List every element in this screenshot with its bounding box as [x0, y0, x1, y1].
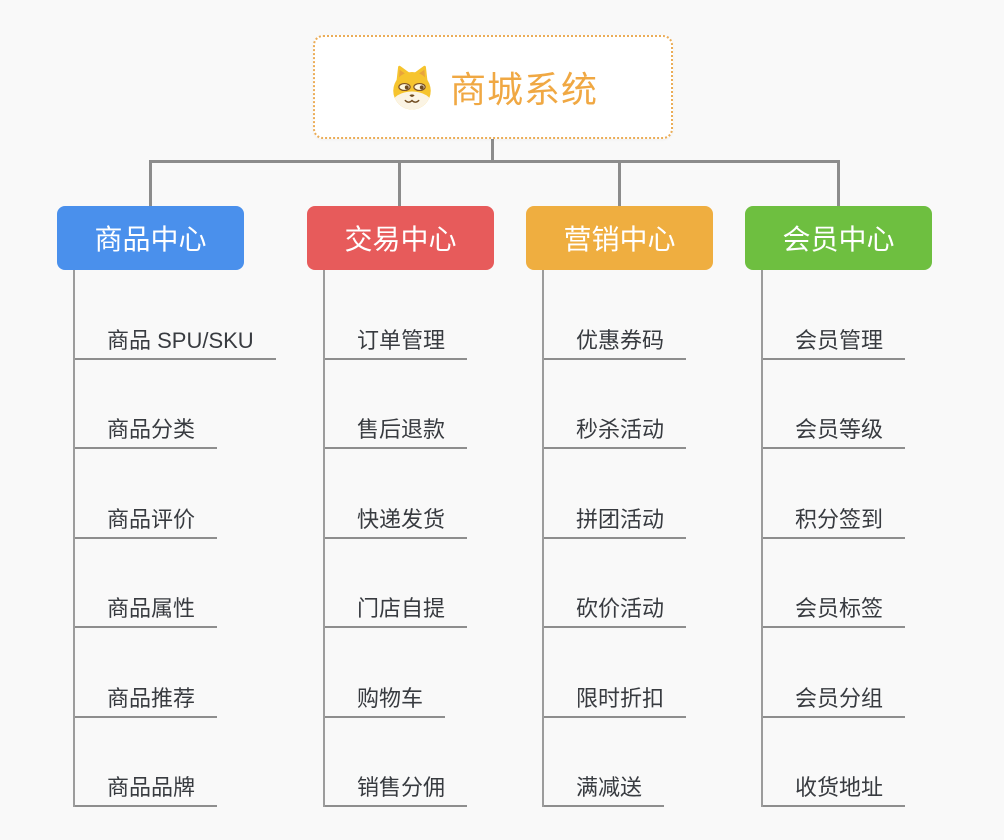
- branch-item[interactable]: 砍价活动: [544, 539, 687, 628]
- branch-node-product[interactable]: 商品中心: [57, 206, 244, 270]
- branch-item[interactable]: 商品分类: [75, 360, 218, 449]
- connector-root-drop: [491, 139, 494, 162]
- connector-drop-1: [149, 160, 152, 206]
- branch-item[interactable]: 秒杀活动: [544, 360, 687, 449]
- root-title: 商城系统: [449, 69, 598, 110]
- branch-node-marketing[interactable]: 营销中心: [526, 206, 713, 270]
- branch-item[interactable]: 售后退款: [325, 360, 468, 449]
- root-node[interactable]: 商城系统: [313, 35, 673, 139]
- branch-item[interactable]: 会员管理: [763, 270, 906, 360]
- branch-item[interactable]: 会员标签: [763, 539, 906, 628]
- connector-trunk: [149, 160, 840, 163]
- branch-item[interactable]: 优惠券码: [544, 270, 687, 360]
- branch-column-marketing: 优惠券码秒杀活动拼团活动砍价活动限时折扣满减送: [542, 270, 687, 807]
- branch-item[interactable]: 商品品牌: [75, 718, 218, 807]
- connector-drop-2: [398, 160, 401, 206]
- branch-item[interactable]: 销售分佣: [325, 718, 468, 807]
- branch-item[interactable]: 商品属性: [75, 539, 218, 628]
- branch-item[interactable]: 积分签到: [763, 449, 906, 539]
- branch-item[interactable]: 商品 SPU/SKU: [75, 270, 276, 360]
- connector-drop-3: [618, 160, 621, 206]
- branch-item[interactable]: 限时折扣: [544, 628, 687, 718]
- dog-face-icon: [393, 65, 431, 110]
- branch-item[interactable]: 商品推荐: [75, 628, 218, 718]
- connector-drop-4: [837, 160, 840, 206]
- branch-node-member[interactable]: 会员中心: [745, 206, 932, 270]
- branch-item[interactable]: 购物车: [325, 628, 446, 718]
- branch-item[interactable]: 拼团活动: [544, 449, 687, 539]
- branch-label: 商品中心: [94, 224, 207, 255]
- branch-item[interactable]: 会员分组: [763, 628, 906, 718]
- branch-item[interactable]: 商品评价: [75, 449, 218, 539]
- branch-label: 营销中心: [563, 224, 676, 255]
- branch-item[interactable]: 订单管理: [325, 270, 468, 360]
- branch-item[interactable]: 快递发货: [325, 449, 468, 539]
- branch-node-trade[interactable]: 交易中心: [307, 206, 494, 270]
- branch-column-trade: 订单管理售后退款快递发货门店自提购物车销售分佣: [323, 270, 468, 807]
- branch-item[interactable]: 满减送: [544, 718, 665, 807]
- branch-column-member: 会员管理会员等级积分签到会员标签会员分组收货地址: [761, 270, 906, 807]
- branch-label: 会员中心: [782, 224, 895, 255]
- branch-item[interactable]: 门店自提: [325, 539, 468, 628]
- branch-label: 交易中心: [344, 224, 457, 255]
- branch-item[interactable]: 收货地址: [763, 718, 906, 807]
- branch-item[interactable]: 会员等级: [763, 360, 906, 449]
